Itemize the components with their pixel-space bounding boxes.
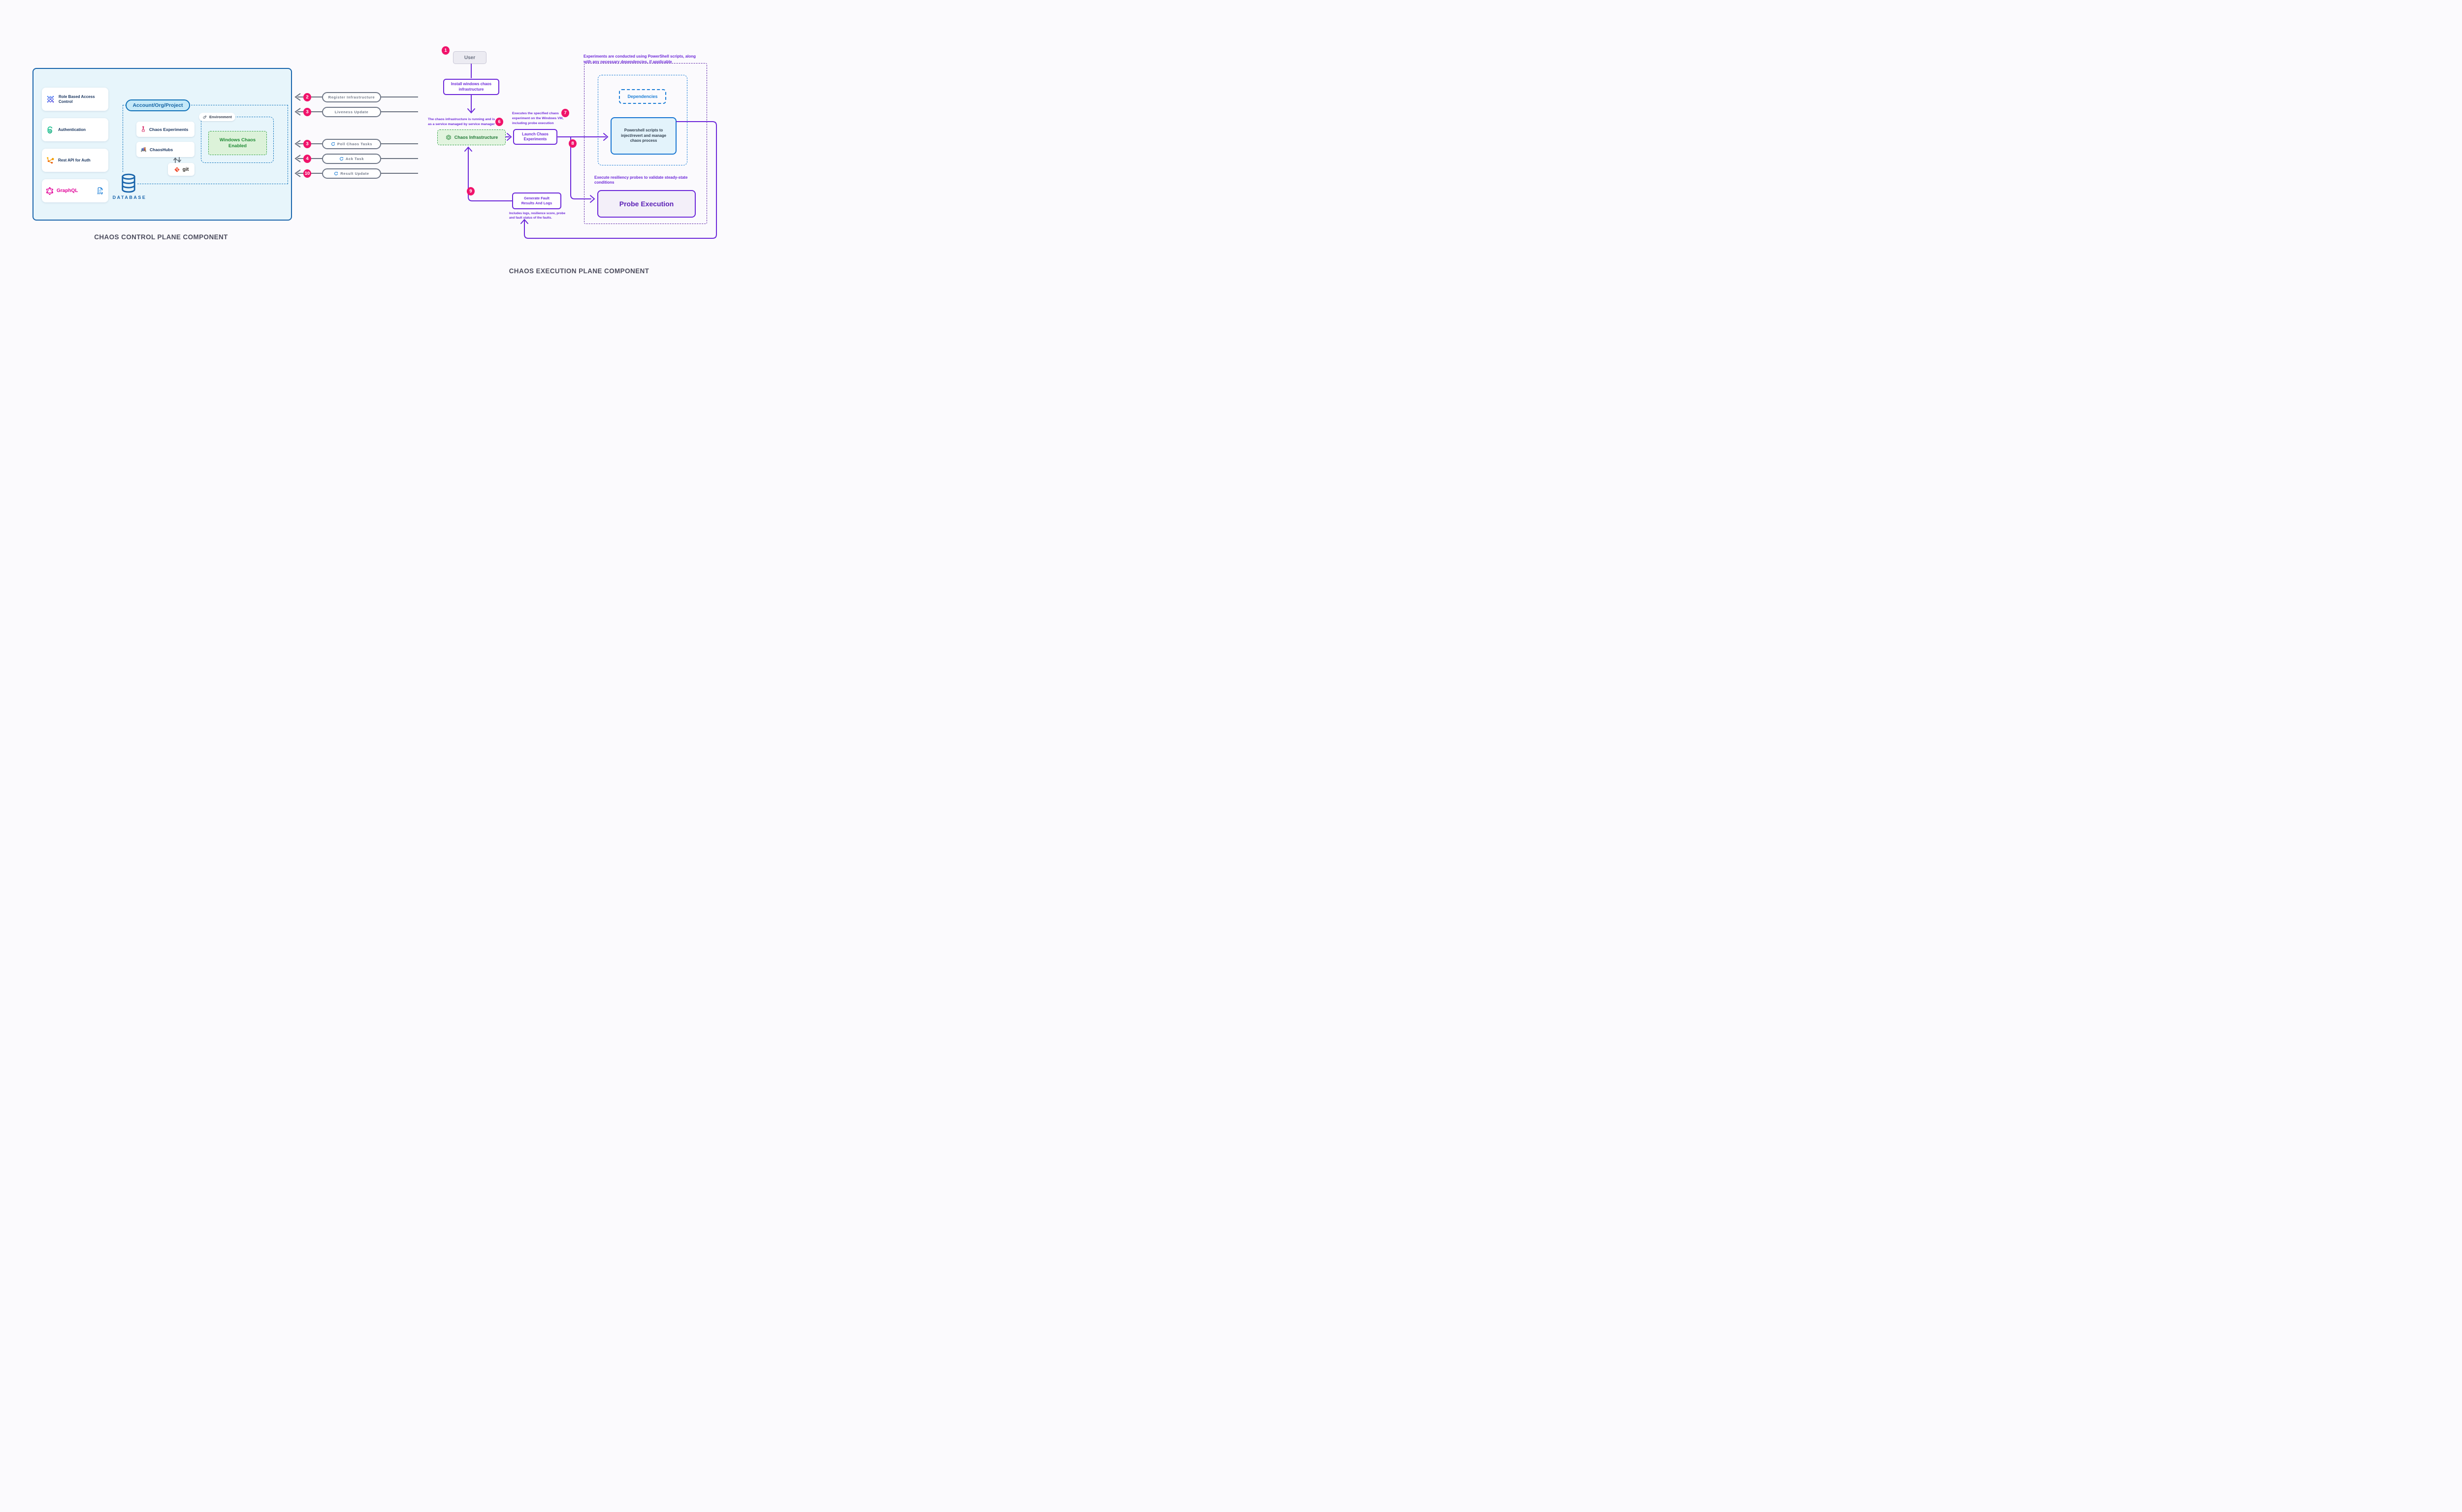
launch-experiments-box: Launch Chaos Experiments [513,129,557,145]
note-executes-experiment: Executes the specified chaos experiment … [512,112,564,125]
powershell-scripts-label: Powershell scripts to inject/revert and … [621,128,666,143]
chaos-experiments-label: Chaos Experiments [149,127,189,132]
account-pill-label: Account/Org/Project [132,102,183,108]
note-includes-logs: Includes logs, resilience score, probe a… [509,212,566,220]
chaoshubs-label: ChaosHubs [150,147,173,152]
install-arrowhead [467,108,475,114]
windows-chaos-enabled-label: Windows Chaos Enabled [219,137,256,149]
chaos-infrastructure-box: Chaos Infrastructure [437,129,506,145]
flow-arrowhead [294,93,301,101]
step-badge-7: 7 [561,109,569,117]
powershell-scripts-box: Powershell scripts to inject/revert and … [611,117,677,155]
database-icon [120,172,137,194]
card-label: Role Based Access Control [59,95,95,104]
note-powershell-scripts: Experiments are conducted using PowerShe… [583,54,696,64]
environment-dashed-box [201,117,274,163]
user-box: User [453,51,486,64]
chaoshubs-card: ChaosHubs [136,142,194,157]
flow-pill-label: Poll Chaos Tasks [337,141,373,146]
flow-pill-poll: Poll Chaos Tasks [322,138,381,149]
flask-icon [140,126,147,133]
step-badge-2: 2 [303,93,311,101]
rest-api-icon [46,156,55,165]
generate-results-label: Generate Fault Results And Logs [521,196,552,205]
flow-arrowhead [294,155,301,162]
environment-label-pill: Environment [199,113,235,121]
flow-pill-label: Ack Task [345,156,364,161]
flow-arrowhead [294,108,301,116]
auth-lock-icon [46,126,55,134]
step-badge-3a: 3 [303,107,311,116]
chaos-experiments-card: Chaos Experiments [136,122,194,137]
flow-arrowhead [294,169,301,177]
refresh-icon [339,157,344,161]
flow-pill-result: Result Update [322,168,381,179]
git-label: git [182,166,189,172]
step-badge-9: 9 [467,187,475,195]
hexagon-icon [445,134,452,141]
card-rbac: Role Based Access Control [42,88,108,111]
database-label: DATABASE [112,195,147,200]
card-label: Authentication [58,127,86,132]
note-resiliency-probes: Execute resiliency probes to validate st… [594,175,688,185]
hexagons-icon [202,115,207,120]
step-badge-1: 1 [442,46,450,55]
environment-label: Environment [209,115,232,119]
graphql-icon [46,187,54,195]
probe-execution-box: Probe Execution [597,190,696,218]
flow-pill-ack: Ack Task [322,153,381,164]
install-infra-box: Install windows chaos infrastructure [443,79,499,95]
step-badge-4: 4 [303,154,311,163]
card-authentication: Authentication [42,118,108,141]
generate-to-infra-line [468,148,513,201]
flow-pill-liveness: Liveness Update [322,106,381,117]
git-icon [174,166,180,173]
flow-arrowhead [294,140,301,148]
step-badge-6: 6 [495,118,503,126]
step-badge-8: 8 [569,139,577,148]
step-badge-3b: 3 [303,139,311,148]
account-org-project-pill: Account/Org/Project [126,99,190,111]
install-infra-label: Install windows chaos infrastructure [451,82,492,92]
flow-pill-label: Register Infrastructure [328,95,375,99]
refresh-icon [331,142,335,146]
control-plane-title: CHAOS CONTROL PLANE COMPONENT [94,233,228,241]
git-card: git [168,163,194,176]
dependencies-box: Dependencies [619,89,666,104]
note-infra-running: The chaos infrastructure is running and … [428,118,495,126]
windows-chaos-enabled-box: Windows Chaos Enabled [208,131,267,155]
execution-plane-title: CHAOS EXECUTION PLANE COMPONENT [509,267,649,275]
graphql-label: GraphQL [57,188,78,193]
card-label: Rest API for Auth [58,158,91,162]
svg-text:API: API [97,193,102,195]
chaoshubs-icon [140,146,147,153]
rbac-icon [46,95,55,104]
chaos-infrastructure-label: Chaos Infrastructure [454,135,498,140]
account-scope-dashed-box [123,105,288,184]
infra-arrowhead [464,146,472,152]
dependencies-label: Dependencies [627,94,658,99]
launch-arrowhead [507,133,512,141]
chaos-architecture-diagram: CHAOS CONTROL PLANE COMPONENT Role Based… [0,0,759,302]
card-rest-api: Rest API for Auth [42,149,108,172]
launch-experiments-label: Launch Chaos Experiments [522,131,549,141]
flow-pill-label: Result Update [340,171,369,176]
refresh-icon [334,171,338,176]
generate-results-box: Generate Fault Results And Logs [512,193,561,209]
flow-pill-label: Liveness Update [334,109,369,114]
probe-execution-label: Probe Execution [619,200,674,208]
user-label: User [464,55,476,61]
api-doc-icon: API [96,187,104,195]
card-graphql: GraphQL API [42,179,108,202]
step-badge-10: 10 [303,169,311,178]
flow-pill-register: Register Infrastructure [322,92,381,102]
